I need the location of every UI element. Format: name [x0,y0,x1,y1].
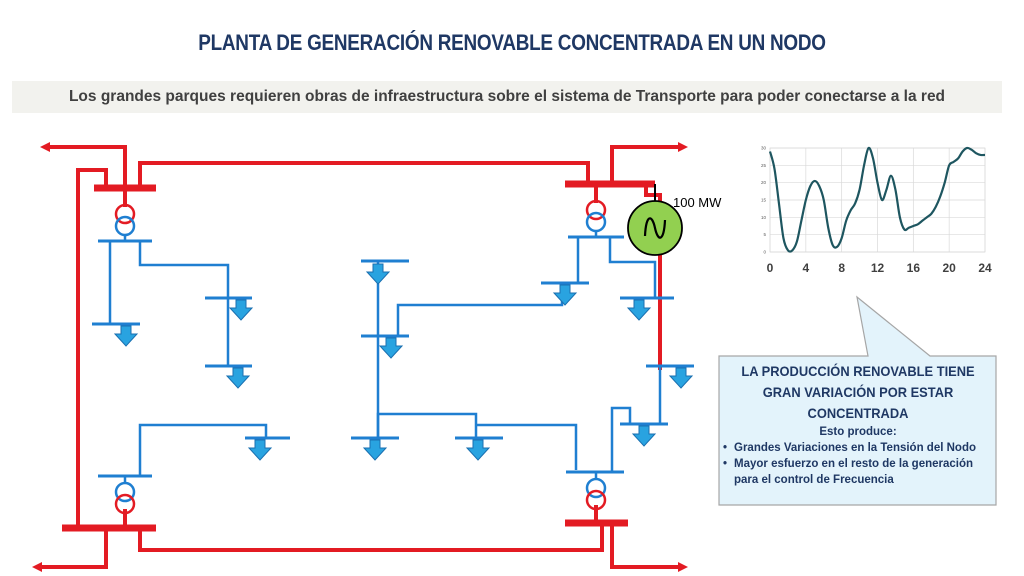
transformer-top-right [585,199,607,233]
load-arrow [632,425,656,447]
export-bottom-left [32,528,108,572]
subtitle-banner: Los grandes parques requieren obras de i… [12,81,1002,113]
line-bottom [138,523,604,552]
loads [114,263,693,461]
load-arrow [248,439,272,461]
chart-y-tick-label: 5 [763,232,766,237]
load-arrow [669,367,693,389]
renewable-production-chart: 0 5 10 15 20 25 30 0 4 8 12 16 20 24 [761,146,992,276]
callout-bullet-list: Grandes Variaciones en la Tensión del No… [720,440,996,488]
transmission-network [32,142,688,572]
chart-y-tick-label: 30 [761,146,767,151]
sine-wave-icon [643,217,667,239]
load-arrow [114,325,138,347]
line-right [644,184,662,370]
chart-y-tick-label: 15 [761,198,767,203]
load-arrow [229,299,253,321]
callout-bullet: Mayor esfuerzo en el resto de la generac… [720,456,996,488]
transformer-top-left [114,203,136,237]
chart-y-tick-label: 25 [761,163,767,168]
line-top [138,161,590,188]
chart-series-line [768,146,986,253]
chart-x-tick-label: 0 [767,261,774,275]
chart-y-tick-label: 20 [761,180,767,185]
slide-title: PLANTA DE GENERACIÓN RENOVABLE CONCENTRA… [198,30,826,55]
chart-x-tick-label: 16 [907,261,921,275]
callout-bullet: Grandes Variaciones en la Tensión del No… [720,440,996,456]
callout-heading-2: GRAN VARIACIÓN POR ESTAR [762,384,954,400]
chart-x-tick-label: 4 [802,261,809,275]
export-bottom-right [610,523,688,572]
load-arrow [363,439,387,461]
load-arrow [366,263,390,285]
chart-y-tick-label: 0 [763,250,766,255]
callout-subheading: Esto produce: [819,426,897,438]
distribution-network [92,231,694,483]
load-arrow [627,299,651,321]
load-arrow [466,439,490,461]
chart-x-tick-label: 8 [838,261,845,275]
chart-x-tick-label: 24 [978,261,992,275]
chart-x-tick-label: 12 [871,261,885,275]
export-top-left [40,142,127,188]
chart-x-tick-label: 20 [942,261,956,275]
chart-y-tick-label: 10 [761,215,767,220]
load-arrow [226,367,250,389]
subtitle-banner-text: Los grandes parques requieren obras de i… [68,88,946,105]
callout-heading-3: CONCENTRADA [807,405,909,421]
transformer-bottom-left [114,481,136,515]
load-arrow [379,337,403,359]
line-left [76,168,108,528]
load-arrow [553,284,577,306]
transformer-bottom-right [585,477,607,511]
renewable-generator [627,200,683,256]
chart-plot-area [769,147,986,253]
callout-heading-1: LA PRODUCCIÓN RENOVABLE TIENE [741,363,975,379]
export-top-right [610,142,688,184]
callout-text: LA PRODUCCIÓN RENOVABLE TIENE GRAN VARIA… [720,361,996,488]
generator-capacity-label: 100 MW [673,195,722,210]
